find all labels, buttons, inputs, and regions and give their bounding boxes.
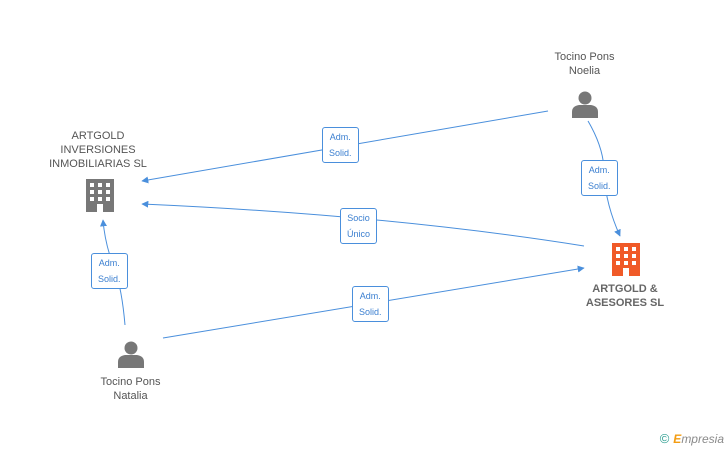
building-icon[interactable] [612, 243, 640, 276]
node-label-noelia[interactable]: Tocino Pons Noelia [527, 50, 642, 78]
node-label-line: INVERSIONES [60, 144, 136, 156]
edge-label-line: Solid. [359, 307, 382, 317]
brand-initial: E [673, 432, 682, 446]
node-label-line: ASESORES SL [585, 297, 665, 309]
edge-label-natalia-inversiones[interactable]: Adm. Solid. [91, 253, 128, 289]
edge-label-line: Único [347, 229, 371, 239]
brand-name: mpresia [681, 432, 724, 446]
edge-label-line: Adm. [98, 258, 120, 268]
node-label-asesores[interactable]: ARTGOLD & ASESORES SL [566, 282, 684, 310]
node-label-natalia[interactable]: Tocino Pons Natalia [73, 375, 188, 403]
edge-label-asesores-inversiones[interactable]: Socio Único [340, 208, 378, 244]
node-label-line: Tocino Pons [100, 376, 161, 388]
edge-label-line: Solid. [329, 148, 352, 158]
person-icon[interactable] [118, 341, 144, 369]
edge-label-line: Adm. [329, 132, 351, 142]
node-label-line: Natalia [113, 390, 148, 402]
node-label-line: Tocino Pons [554, 51, 615, 63]
node-label-line: Noelia [568, 65, 601, 77]
edge-label-noelia-asesores[interactable]: Adm. Solid. [581, 160, 618, 196]
edge-label-natalia-asesores[interactable]: Adm. Solid. [352, 286, 389, 322]
node-label-line: INMOBILIARIAS SL [49, 158, 147, 170]
building-icon[interactable] [86, 179, 114, 212]
empresia-watermark: ©Empresia [660, 431, 724, 446]
node-label-line: ARTGOLD [71, 130, 125, 142]
edge-label-line: Adm. [588, 165, 610, 175]
node-label-inversiones[interactable]: ARTGOLD INVERSIONES INMOBILIARIAS SL [38, 129, 158, 171]
copyright-icon: © [659, 431, 670, 446]
edge-label-line: Socio [347, 213, 370, 223]
node-label-line: ARTGOLD & [592, 283, 658, 295]
edge-label-line: Solid. [98, 274, 121, 284]
edge-label-noelia-inversiones[interactable]: Adm. Solid. [322, 127, 359, 163]
edge-label-line: Adm. [359, 291, 381, 301]
edge-label-line: Solid. [588, 181, 611, 191]
person-icon[interactable] [572, 91, 598, 119]
